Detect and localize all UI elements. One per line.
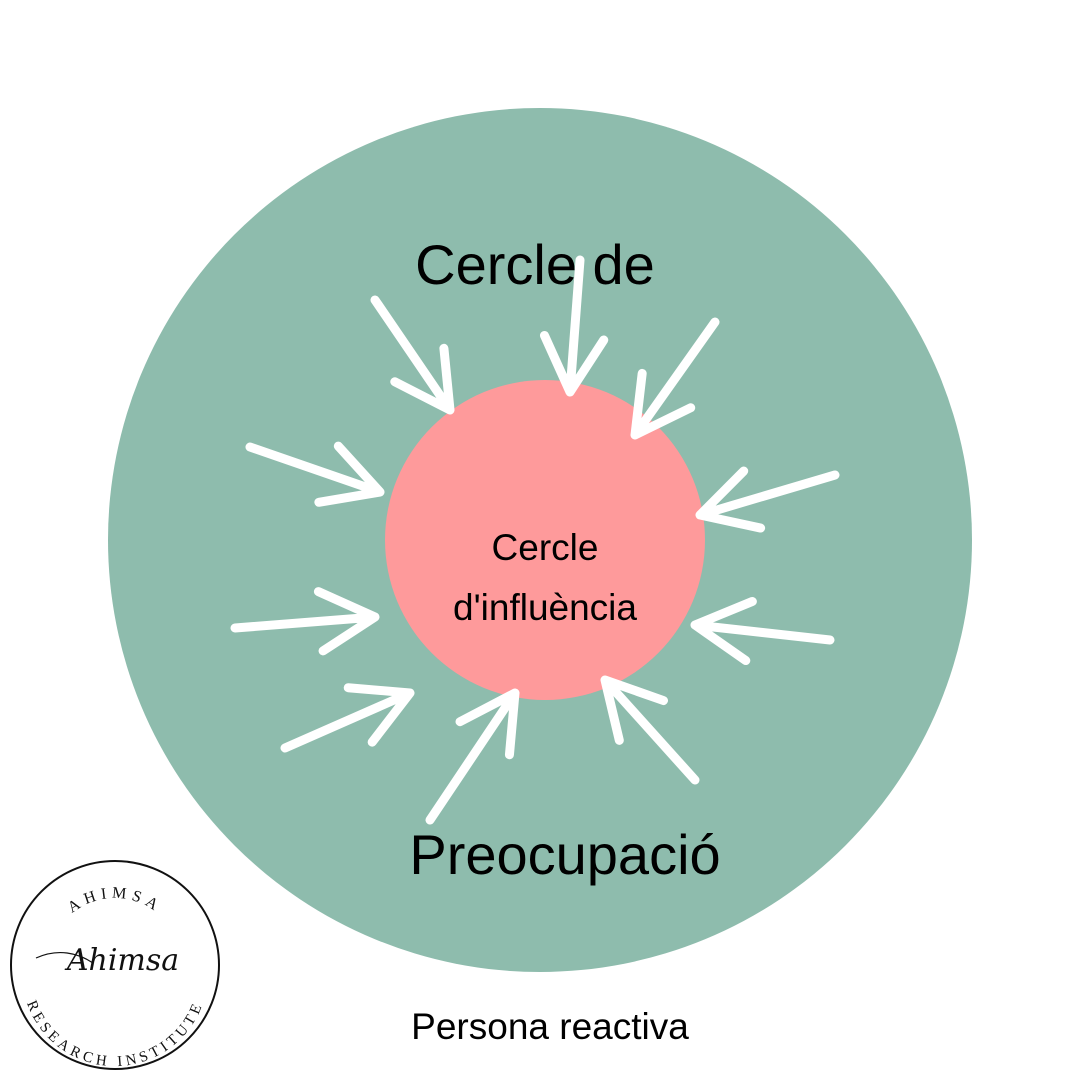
arrow xyxy=(425,688,520,825)
influence-label: Cercle d'influència xyxy=(405,518,685,638)
circle-of-influence xyxy=(385,380,705,700)
caption: Persona reactiva xyxy=(411,1006,689,1047)
arrow xyxy=(690,596,835,666)
arrow xyxy=(280,683,415,753)
concern-label-bottom: Preocupació xyxy=(409,823,721,886)
ahimsa-logo: AHIMSA RESEARCH INSTITUTE Ahimsa xyxy=(10,860,220,1070)
arrow xyxy=(245,441,385,507)
svg-text:Ahimsa: Ahimsa xyxy=(64,943,179,978)
arrow xyxy=(600,675,700,785)
arrow xyxy=(630,317,720,440)
concern-label-top: Cercle de xyxy=(415,233,655,296)
influence-label-line2: d'influència xyxy=(453,587,637,628)
arrow xyxy=(539,255,609,397)
arrow xyxy=(695,466,840,533)
arrow xyxy=(230,587,380,656)
arrow xyxy=(370,295,455,415)
influence-label-line1: Cercle xyxy=(491,527,599,568)
